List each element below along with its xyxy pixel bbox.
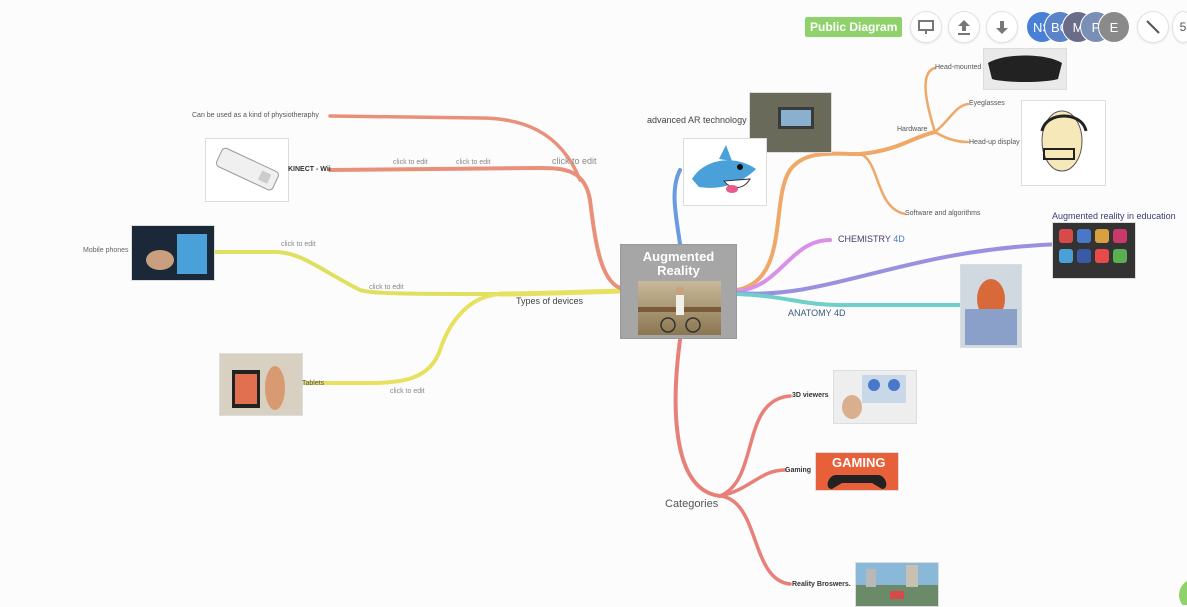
shark-image: [683, 138, 767, 206]
kinect-wii-label[interactable]: KINECT - Wii: [288, 166, 331, 173]
branch-anatomy: [735, 292, 962, 308]
more-icon: 5: [1179, 20, 1187, 34]
gaming-image: GAMING: [815, 452, 899, 491]
branch-browsers: [718, 494, 792, 586]
mobile-phone-image: [131, 225, 215, 281]
download-button[interactable]: [986, 11, 1018, 43]
social-apps-image: [1052, 222, 1136, 279]
reality-browsers-label[interactable]: Reality Broswers.: [792, 581, 851, 588]
advanced-ar-label[interactable]: advanced AR technology: [647, 115, 747, 125]
head-mounted-label[interactable]: Head-mounted: [935, 64, 982, 71]
branch-types-of-devices: [497, 288, 623, 297]
upload-icon: [958, 20, 970, 35]
branch-chemistry: [735, 238, 832, 293]
mobile-phones-label[interactable]: Mobile phones: [83, 247, 129, 254]
hardware-label[interactable]: Hardware: [897, 126, 928, 133]
download-icon: [996, 21, 1008, 34]
branch-headup: [933, 130, 970, 144]
tablet-image: [219, 353, 303, 416]
head-up-display-image: [1021, 100, 1106, 186]
branch-advanced: [672, 168, 682, 246]
more-button[interactable]: 5: [1172, 11, 1187, 43]
head-up-display-label[interactable]: Head-up display: [969, 139, 1020, 146]
head-mounted-image: [983, 48, 1067, 90]
click-to-edit[interactable]: click to edit: [456, 159, 491, 166]
anatomy-image: [960, 264, 1022, 348]
branch-software: [858, 152, 907, 216]
click-to-edit[interactable]: click to edit: [281, 241, 316, 248]
branch-tablets: [298, 292, 502, 385]
branch-mobile: [213, 249, 502, 296]
click-to-edit[interactable]: click to edit: [369, 284, 404, 291]
collaborator-avatars[interactable]: NS BC M P E: [1026, 11, 1130, 43]
chemistry-label[interactable]: CHEMISTRY 4D: [838, 235, 905, 244]
upload-button[interactable]: [948, 11, 980, 43]
branch-eyeglasses: [933, 102, 970, 134]
branch-physio: [328, 114, 582, 182]
gaming-banner-text: GAMING: [832, 455, 886, 470]
branch-head-mounted: [924, 66, 937, 134]
education-label[interactable]: Augmented reality in education: [1052, 211, 1176, 221]
wii-remote-image: [205, 138, 289, 202]
branch-education: [735, 242, 1062, 296]
branch-hardware: [735, 130, 937, 292]
click-to-edit[interactable]: click to edit: [390, 388, 425, 395]
line-tool-button[interactable]: [1137, 11, 1169, 43]
avatar[interactable]: E: [1098, 11, 1130, 43]
presentation-icon: [918, 20, 934, 34]
public-diagram-badge[interactable]: Public Diagram: [805, 17, 903, 37]
chemistry-suffix: 4D: [893, 234, 905, 244]
anatomy-label[interactable]: ANATOMY 4D: [788, 308, 846, 318]
gaming-label[interactable]: Gaming: [785, 467, 812, 474]
central-topic[interactable]: Augmented Reality: [620, 244, 737, 339]
girl-on-bicycle-photo: [638, 281, 721, 335]
line-tool-icon: [1146, 20, 1160, 34]
click-to-edit[interactable]: click to edit: [552, 156, 597, 166]
eyeglasses-label[interactable]: Eyeglasses: [969, 100, 1005, 107]
branch-categories: [673, 338, 722, 498]
3d-viewers-label[interactable]: 3D viewers: [792, 392, 829, 399]
branch-kinect: [328, 165, 622, 290]
software-label[interactable]: Software and algorithms: [905, 210, 981, 217]
physiotherapy-label[interactable]: Can be used as a kind of physiotheraphy: [192, 112, 319, 119]
3d-viewer-image: [833, 370, 917, 424]
branch-gaming: [718, 468, 787, 498]
types-of-devices-label[interactable]: Types of devices: [516, 296, 584, 306]
tablets-label[interactable]: Tablets: [302, 380, 325, 387]
categories-label[interactable]: Categories: [665, 498, 719, 510]
central-topic-title: Augmented Reality: [642, 249, 715, 278]
branch-3d-viewers: [718, 394, 792, 498]
reality-browser-image: [855, 562, 939, 607]
click-to-edit[interactable]: click to edit: [393, 159, 428, 166]
chat-bubble-icon[interactable]: [1179, 579, 1187, 605]
chemistry-text: CHEMISTRY: [838, 234, 891, 244]
presentation-button[interactable]: [910, 11, 942, 43]
